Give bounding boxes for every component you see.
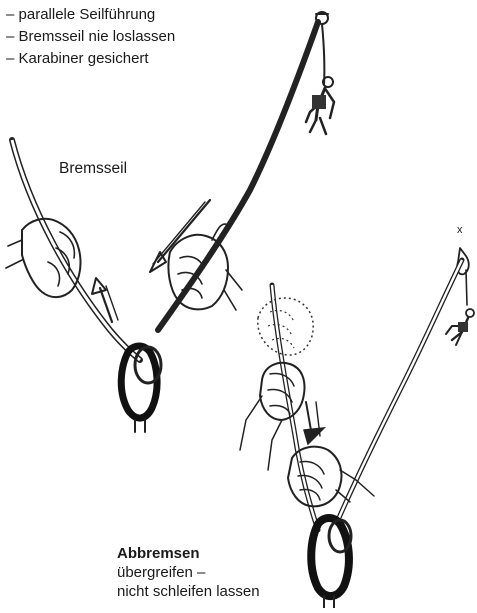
lower-carabiner-icon bbox=[311, 518, 351, 608]
upper-brake-rope bbox=[12, 140, 140, 360]
lower-figure bbox=[240, 248, 474, 608]
lower-dotted-hand bbox=[258, 298, 313, 355]
upper-climber-icon bbox=[306, 77, 334, 134]
lower-arrow-down-icon bbox=[304, 402, 324, 444]
upper-arrow-down-icon bbox=[150, 200, 210, 272]
lower-climber-icon bbox=[446, 309, 474, 345]
lower-brake-rope bbox=[272, 285, 318, 530]
upper-climber-strand bbox=[322, 24, 324, 85]
